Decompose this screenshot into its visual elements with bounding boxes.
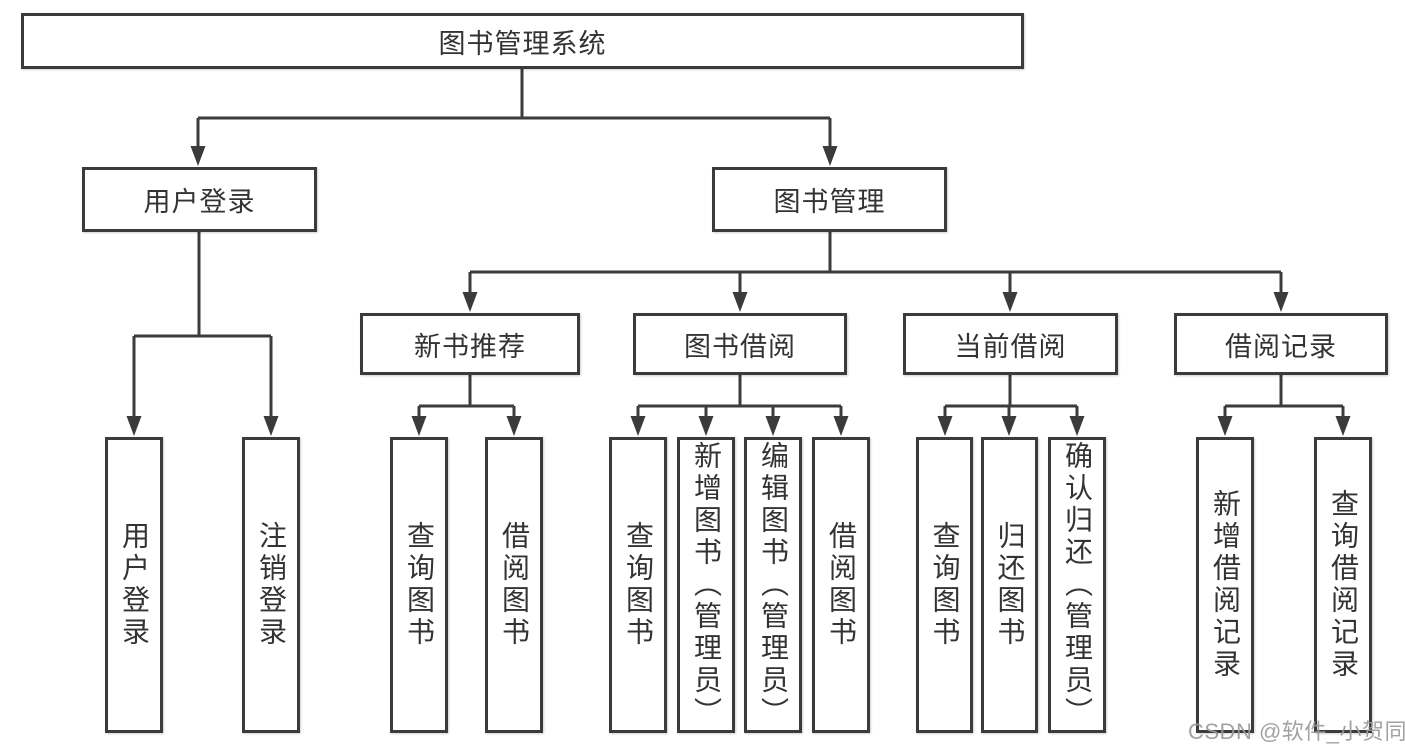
leaf-current-query-books: 查询图书 xyxy=(916,437,973,733)
node-root-system: 图书管理系统 xyxy=(21,13,1024,69)
node-book-borrowing-label: 图书借阅 xyxy=(684,331,796,362)
leaf-user-login: 用户登录 xyxy=(105,437,163,733)
node-book-borrowing: 图书借阅 xyxy=(633,313,847,375)
node-user-login: 用户登录 xyxy=(82,167,317,232)
node-current-borrowing-label: 当前借阅 xyxy=(954,331,1067,362)
leaf-borrow-edit-books-admin: 编辑图书（管理员） xyxy=(744,437,802,733)
leaf-borrow-edit-books-admin-label: 编辑图书（管理员） xyxy=(758,441,789,729)
leaf-logout: 注销登录 xyxy=(242,437,300,733)
leaf-newbook-query-books: 查询图书 xyxy=(390,437,448,733)
node-user-login-label: 用户登录 xyxy=(143,187,256,217)
leaf-borrow-add-books-admin-label: 新增图书（管理员） xyxy=(691,441,722,729)
arrowheads xyxy=(126,146,1351,436)
leaf-current-query-books-label: 查询图书 xyxy=(929,521,961,649)
node-borrow-records: 借阅记录 xyxy=(1174,313,1388,375)
node-new-book-recommend: 新书推荐 xyxy=(360,313,580,375)
leaf-user-login-label: 用户登录 xyxy=(119,521,150,649)
leaf-records-add-record-label: 新增借阅记录 xyxy=(1210,489,1241,681)
leaf-newbook-borrow-books: 借阅图书 xyxy=(485,437,543,733)
node-borrow-records-label: 借阅记录 xyxy=(1225,331,1337,362)
leaf-current-return-books-label: 归还图书 xyxy=(994,521,1026,649)
leaf-records-query-record: 查询借阅记录 xyxy=(1314,437,1372,733)
leaf-newbook-borrow-books-label: 借阅图书 xyxy=(499,521,530,649)
leaf-current-confirm-return-admin: 确认归还（管理员） xyxy=(1048,437,1106,733)
node-new-book-recommend-label: 新书推荐 xyxy=(414,331,526,362)
node-book-management-label: 图书管理 xyxy=(773,187,886,217)
leaf-records-query-record-label: 查询借阅记录 xyxy=(1328,489,1359,681)
leaf-borrow-query-books: 查询图书 xyxy=(609,437,667,733)
leaf-borrow-query-books-label: 查询图书 xyxy=(623,521,654,649)
node-root-label: 图书管理系统 xyxy=(438,28,607,59)
leaf-current-confirm-return-admin-label: 确认归还（管理员） xyxy=(1062,441,1093,729)
node-current-borrowing: 当前借阅 xyxy=(903,313,1118,375)
csdn-watermark: CSDN @软件_小贺同学 xyxy=(1188,719,1405,744)
leaf-borrow-add-books-admin: 新增图书（管理员） xyxy=(677,437,735,733)
node-book-management: 图书管理 xyxy=(712,167,947,232)
leaf-newbook-query-books-label: 查询图书 xyxy=(404,521,435,649)
leaf-borrow-borrow-books-label: 借阅图书 xyxy=(826,521,857,649)
leaf-logout-label: 注销登录 xyxy=(256,521,287,649)
leaf-current-return-books: 归还图书 xyxy=(981,437,1038,733)
leaf-borrow-borrow-books: 借阅图书 xyxy=(812,437,870,733)
leaf-records-add-record: 新增借阅记录 xyxy=(1196,437,1254,733)
